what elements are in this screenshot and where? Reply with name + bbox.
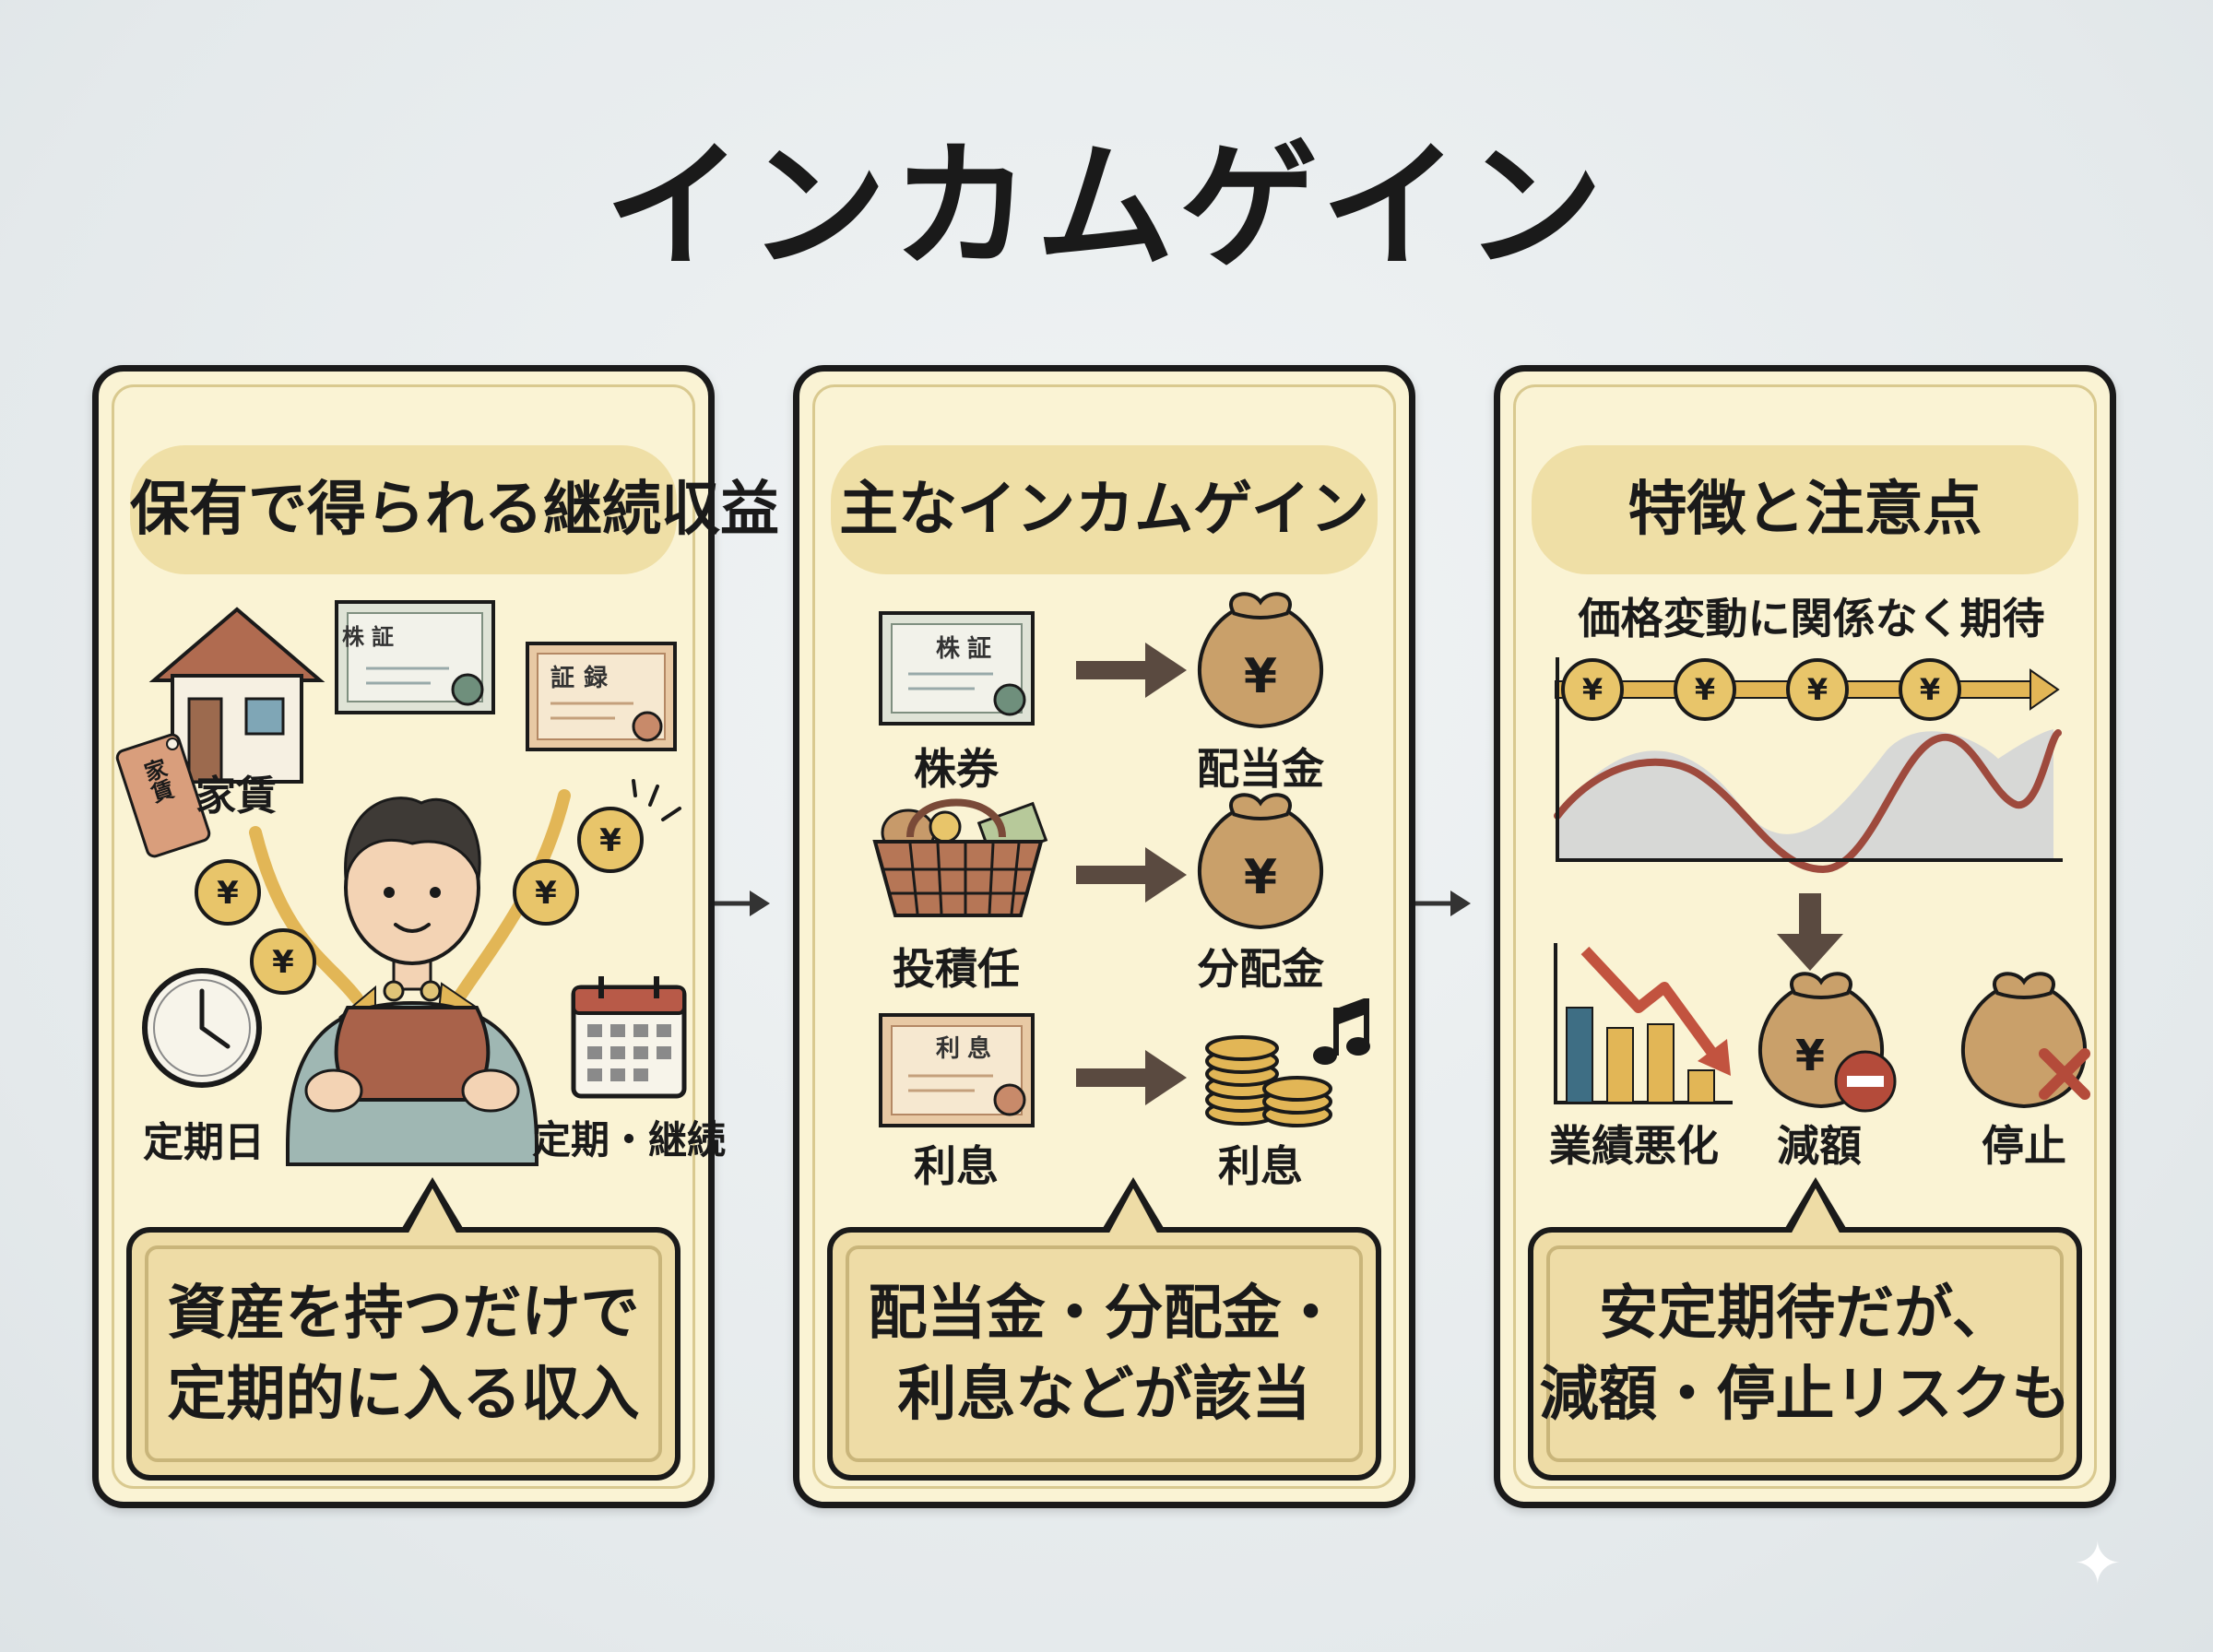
- regular-day-label: 定期日: [143, 1119, 265, 1166]
- doc-label: 株証: [936, 635, 1000, 663]
- income-label: 配当金: [1197, 744, 1324, 794]
- svg-text:¥: ¥: [1244, 649, 1277, 704]
- summary-bubble: 配当金・分配金・ 利息などが該当: [827, 1177, 1381, 1481]
- money-bag-icon: [1197, 592, 1324, 930]
- panel-main-income: 主なインカムゲイン: [793, 365, 1415, 1508]
- outcome-label: 減額: [1777, 1121, 1862, 1171]
- connector-arrow: [1415, 891, 1471, 916]
- doc-label: 利息: [936, 1035, 1000, 1063]
- calendar-icon: [571, 976, 687, 1099]
- source-label: 投積任: [893, 944, 1020, 994]
- music-note-icon: [1313, 998, 1370, 1065]
- price-wave-chart: [1554, 657, 2063, 874]
- house-icon: [148, 607, 325, 784]
- page-title: インカムゲイン: [604, 127, 1609, 288]
- summary-line: 安定期待だが、: [1599, 1279, 2011, 1348]
- sparkle-icon: ✦: [2073, 1530, 2123, 1599]
- svg-text:¥: ¥: [599, 822, 621, 859]
- yen-coin-icon: [195, 807, 644, 995]
- interest-certificate-icon: [879, 1013, 1035, 1127]
- bar-chart-icon: [1554, 943, 1733, 1104]
- svg-text:¥: ¥: [535, 875, 557, 912]
- panel-heading: 保有で得られる継続収益: [130, 445, 779, 574]
- outcome-label: 停止: [1982, 1121, 2066, 1171]
- connector-arrow: [715, 891, 770, 916]
- summary-line: 資産を持つだけで: [167, 1279, 640, 1348]
- panel-continuous-income: 保有で得られる継続収益: [92, 365, 779, 1508]
- summary-line: 減額・停止リスクも: [1539, 1360, 2071, 1429]
- panel-heading: 主なインカムゲイン: [831, 445, 1378, 574]
- right-arrow-icon: [1076, 643, 1187, 1105]
- panel-heading: 特徴と注意点: [1532, 445, 2078, 574]
- stock-certificate-icon: [879, 611, 1035, 726]
- outcome-label: 業績悪化: [1549, 1121, 1719, 1171]
- summary-bubble: 安定期待だが、 減額・停止リスクも: [1528, 1177, 2082, 1481]
- panel-2-illustration: ¥ ¥: [872, 592, 1370, 1127]
- panel-features-caution: 特徴と注意点 価格変動に関係なく期待 ¥ ¥ ¥ ¥: [1494, 365, 2116, 1508]
- svg-text:¥: ¥: [1695, 672, 1715, 707]
- coin-stack-icon: [1205, 1035, 1332, 1127]
- caption: 価格変動に関係なく期待: [1578, 594, 2045, 643]
- basket-icon: [872, 798, 1048, 917]
- wallet-icon: [304, 980, 520, 1113]
- svg-text:¥: ¥: [217, 875, 239, 912]
- stock-certificate-icon: [335, 600, 495, 714]
- svg-text:¥: ¥: [1795, 1031, 1825, 1080]
- source-label: 株券: [914, 744, 999, 794]
- bond-certificate-icon: [526, 642, 677, 751]
- income-label: 利息: [1218, 1141, 1303, 1191]
- bond-cert-text: 証録: [550, 665, 618, 692]
- summary-line: 配当金・分配金・: [868, 1279, 1341, 1348]
- panel-3-illustration: ¥ ¥ ¥ ¥ ¥: [1554, 657, 2090, 1113]
- down-arrow-icon: [1777, 893, 1843, 971]
- summary-line: 利息などが該当: [897, 1360, 1311, 1429]
- cross-icon: [2039, 1048, 2090, 1100]
- clock-icon: [142, 968, 262, 1088]
- svg-text:¥: ¥: [1582, 672, 1603, 707]
- source-label: 利息: [914, 1141, 999, 1191]
- stock-cert-text: 株証: [342, 624, 401, 650]
- minus-icon: [1834, 1050, 1897, 1113]
- summary-bubble: 資産を持つだけで 定期的に入る収入: [126, 1177, 680, 1481]
- svg-text:¥: ¥: [1244, 850, 1277, 905]
- rent-label: 家賃: [195, 773, 277, 820]
- summary-line: 定期的に入る収入: [167, 1360, 640, 1429]
- svg-text:¥: ¥: [272, 944, 294, 981]
- money-bag-icon: [1960, 972, 2088, 1109]
- svg-text:¥: ¥: [1920, 672, 1940, 707]
- coin-timeline: ¥ ¥ ¥ ¥: [1555, 658, 2060, 721]
- svg-text:¥: ¥: [1807, 672, 1828, 707]
- regular-continue-label: 定期・継続: [532, 1117, 727, 1162]
- panel-1-illustration: ¥ ¥ ¥ ¥: [115, 600, 687, 1166]
- income-label: 分配金: [1197, 944, 1324, 994]
- rent-tag-icon: [115, 733, 211, 858]
